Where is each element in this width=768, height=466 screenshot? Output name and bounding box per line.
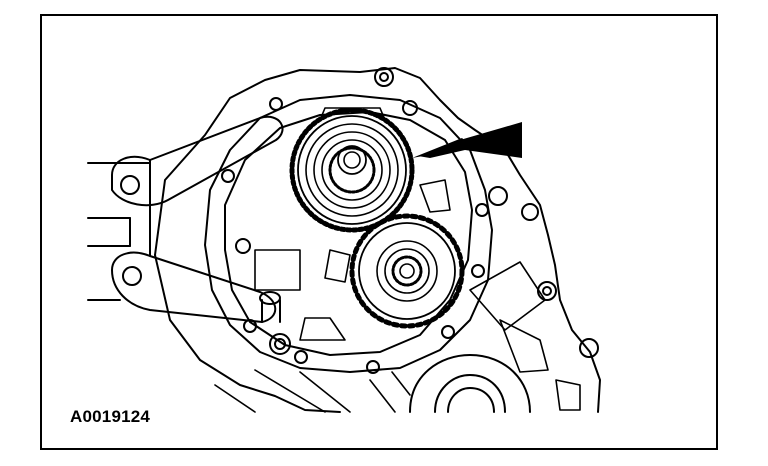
upper-gear: [289, 107, 415, 233]
hatch-lines: [214, 369, 411, 413]
callout-arrow: [412, 122, 522, 158]
left-bracket: [87, 115, 284, 323]
figure-code: A0019124: [70, 407, 151, 426]
lower-gear: [349, 213, 465, 329]
lower-bearing-bore: [409, 354, 531, 413]
housing-outline: [154, 67, 601, 413]
